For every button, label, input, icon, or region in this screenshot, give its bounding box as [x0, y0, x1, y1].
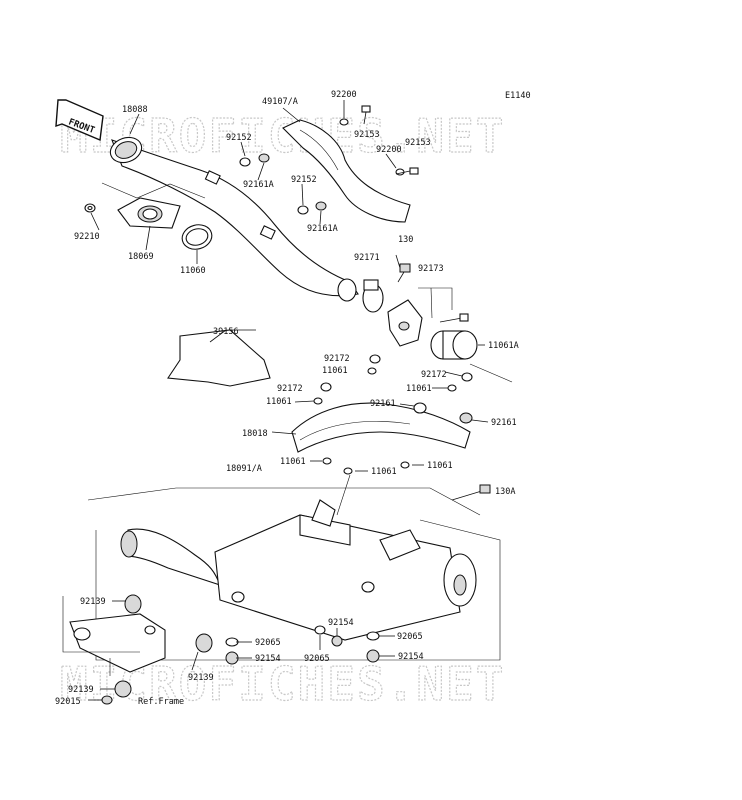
label-18069: 18069 [128, 252, 154, 262]
muffler-18091 [120, 499, 477, 641]
label-92154-a: 92154 [255, 654, 281, 664]
label-11060: 11060 [180, 266, 206, 276]
collar-11061f [400, 461, 410, 469]
damper-92139c [114, 680, 132, 698]
label-11061-e: 11061 [371, 467, 397, 477]
label-92161-a: 92161 [370, 399, 396, 409]
heat-guard-18018 [291, 402, 471, 453]
nut-92015 [101, 695, 113, 705]
label-92172-b: 92172 [277, 384, 303, 394]
washer-92200a [339, 118, 349, 126]
collar-11061b [313, 397, 323, 405]
bolt-92153b [395, 167, 419, 175]
label-92015: 92015 [55, 697, 81, 707]
label-92173: 92173 [418, 264, 444, 274]
nut-92161b [459, 412, 473, 424]
label-92139-c: 92139 [68, 685, 94, 695]
label-11061-f: 11061 [427, 461, 453, 471]
sleeve-11061A [430, 330, 478, 360]
damper-92139a [124, 594, 142, 614]
pad-39156 [167, 329, 271, 387]
label-92139-a: 92139 [80, 597, 106, 607]
label-ref-frame: Ref.Frame [138, 697, 184, 707]
label-11061-a: 11061 [322, 366, 348, 376]
collar-11061c [447, 384, 457, 392]
nut-92154c [366, 649, 380, 663]
label-11061-d: 11061 [280, 457, 306, 467]
label-92065-c: 92065 [397, 632, 423, 642]
label-92152-a: 92152 [226, 133, 252, 143]
nut-92152a [239, 157, 251, 167]
label-92172-c: 92172 [421, 370, 447, 380]
label-18088: 18088 [122, 105, 148, 115]
diagram-code: E1140 [505, 91, 531, 101]
grommet-92172a [369, 354, 381, 364]
label-92200-b: 92200 [376, 145, 402, 155]
label-18091A: 18091/A [226, 464, 262, 474]
washer-92065b [314, 625, 326, 635]
label-11061A: 11061A [488, 341, 519, 351]
label-49107A: 49107/A [262, 97, 298, 107]
label-11061-c: 11061 [406, 384, 432, 394]
label-92171: 92171 [354, 253, 380, 263]
nut-92161Ab [315, 201, 327, 211]
label-39156: 39156 [213, 327, 239, 337]
heat-shield [282, 119, 411, 223]
label-92172-a: 92172 [324, 354, 350, 364]
grommet-92172c [461, 372, 473, 382]
collar-11061d [322, 457, 332, 465]
label-92161-b: 92161 [491, 418, 517, 428]
label-92139-b: 92139 [188, 673, 214, 683]
nut-92161a [413, 402, 427, 414]
washer-92210 [84, 203, 96, 213]
label-130: 130 [398, 235, 413, 245]
leader-lines [88, 100, 489, 701]
label-92153-a: 92153 [354, 130, 380, 140]
label-92161A-b: 92161A [307, 224, 338, 234]
muffler-bracket [69, 613, 166, 673]
gasket-11060 [181, 224, 213, 250]
label-92161A-a: 92161A [243, 180, 274, 190]
label-92065-a: 92065 [255, 638, 281, 648]
label-92152-b: 92152 [291, 175, 317, 185]
label-92200-top: 92200 [331, 90, 357, 100]
collar-11061e [343, 467, 353, 475]
nut-92161Aa [258, 153, 270, 163]
washer-92065c [366, 631, 380, 641]
label-92154-c: 92154 [398, 652, 424, 662]
header-pipe [109, 136, 359, 302]
label-18018: 18018 [242, 429, 268, 439]
bracket-92173 [387, 299, 469, 347]
clamp-92171 [362, 279, 384, 313]
flange-18069 [117, 197, 181, 229]
collar-11061a [367, 367, 377, 375]
label-130A: 130A [495, 487, 515, 497]
label-92154-b: 92154 [328, 618, 354, 628]
damper-92139b [195, 633, 213, 653]
bolt-92153a [361, 105, 371, 125]
label-11061-b: 11061 [266, 397, 292, 407]
label-92065-b: 92065 [304, 654, 330, 664]
grommet-92172b [320, 382, 332, 392]
nut-92154b [331, 635, 343, 647]
label-92153-b: 92153 [405, 138, 431, 148]
label-92210: 92210 [74, 232, 100, 242]
bolt-130A [451, 484, 491, 501]
nut-92152b [297, 205, 309, 215]
